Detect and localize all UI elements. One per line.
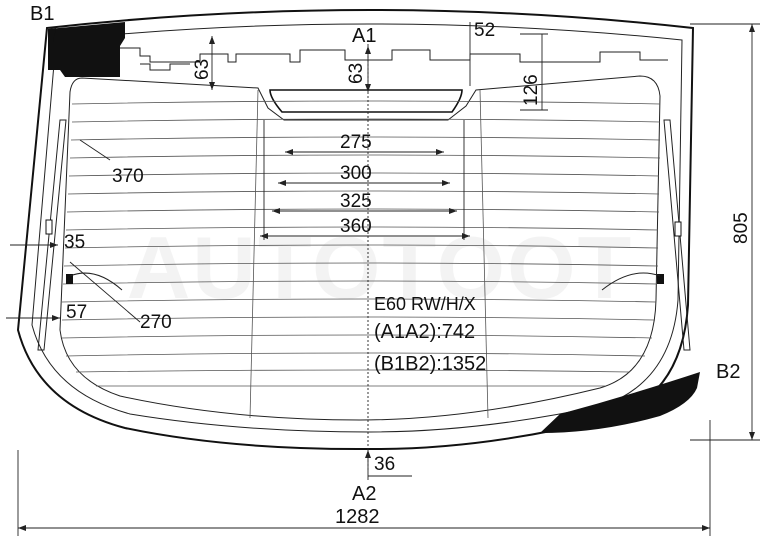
width-dimension-lines	[260, 120, 470, 240]
dim-63-left: 63	[192, 59, 213, 80]
dim-270: 270	[140, 312, 172, 333]
dim-126: 126	[521, 74, 542, 106]
dim-360: 360	[340, 216, 372, 237]
corner-frit-b2	[540, 372, 700, 433]
dim-270-leader	[69, 261, 141, 323]
dim-35: 35	[64, 232, 85, 253]
spec-a1a2: (A1A2):742	[374, 321, 475, 343]
dim-300: 300	[340, 163, 372, 184]
dim-1282	[17, 420, 711, 536]
dim-370: 370	[112, 166, 144, 187]
side-strips	[37, 119, 691, 351]
spec-model: E60 RW/H/X	[374, 294, 476, 314]
label-a1: A1	[352, 25, 376, 47]
glass-inner-border	[31, 23, 683, 433]
dim-63-center: 63	[346, 63, 367, 84]
top-frit-steps	[120, 47, 668, 63]
dim-1282: 1282	[335, 506, 380, 528]
dim-370-leader	[79, 139, 111, 161]
heating-grid-lines	[61, 89, 661, 419]
terminal-right-bottom	[657, 274, 664, 284]
dim-805	[690, 23, 760, 441]
dim-805: 805	[731, 212, 752, 244]
top-frit-steps-low	[140, 63, 190, 71]
terminal-right-top	[674, 221, 682, 237]
dim-36: 36	[374, 454, 395, 475]
dim-52: 52	[474, 20, 495, 41]
dim-57: 57	[66, 302, 87, 323]
terminal-left-bottom	[66, 274, 73, 284]
label-b1: B1	[30, 3, 54, 25]
spec-b1b2: (B1B2):1352	[374, 353, 486, 375]
dimension-arrows	[18, 24, 755, 531]
wire-left	[69, 272, 123, 291]
sensor-window	[269, 89, 463, 113]
corner-frit-b1	[48, 22, 125, 77]
label-a2: A2	[352, 483, 376, 505]
dim-275: 275	[340, 132, 372, 153]
wire-right	[601, 272, 661, 291]
label-b2: B2	[716, 361, 740, 383]
corner-frit-b1-ext	[48, 28, 56, 42]
terminal-left-top	[45, 219, 53, 235]
dim-325: 325	[340, 191, 372, 212]
